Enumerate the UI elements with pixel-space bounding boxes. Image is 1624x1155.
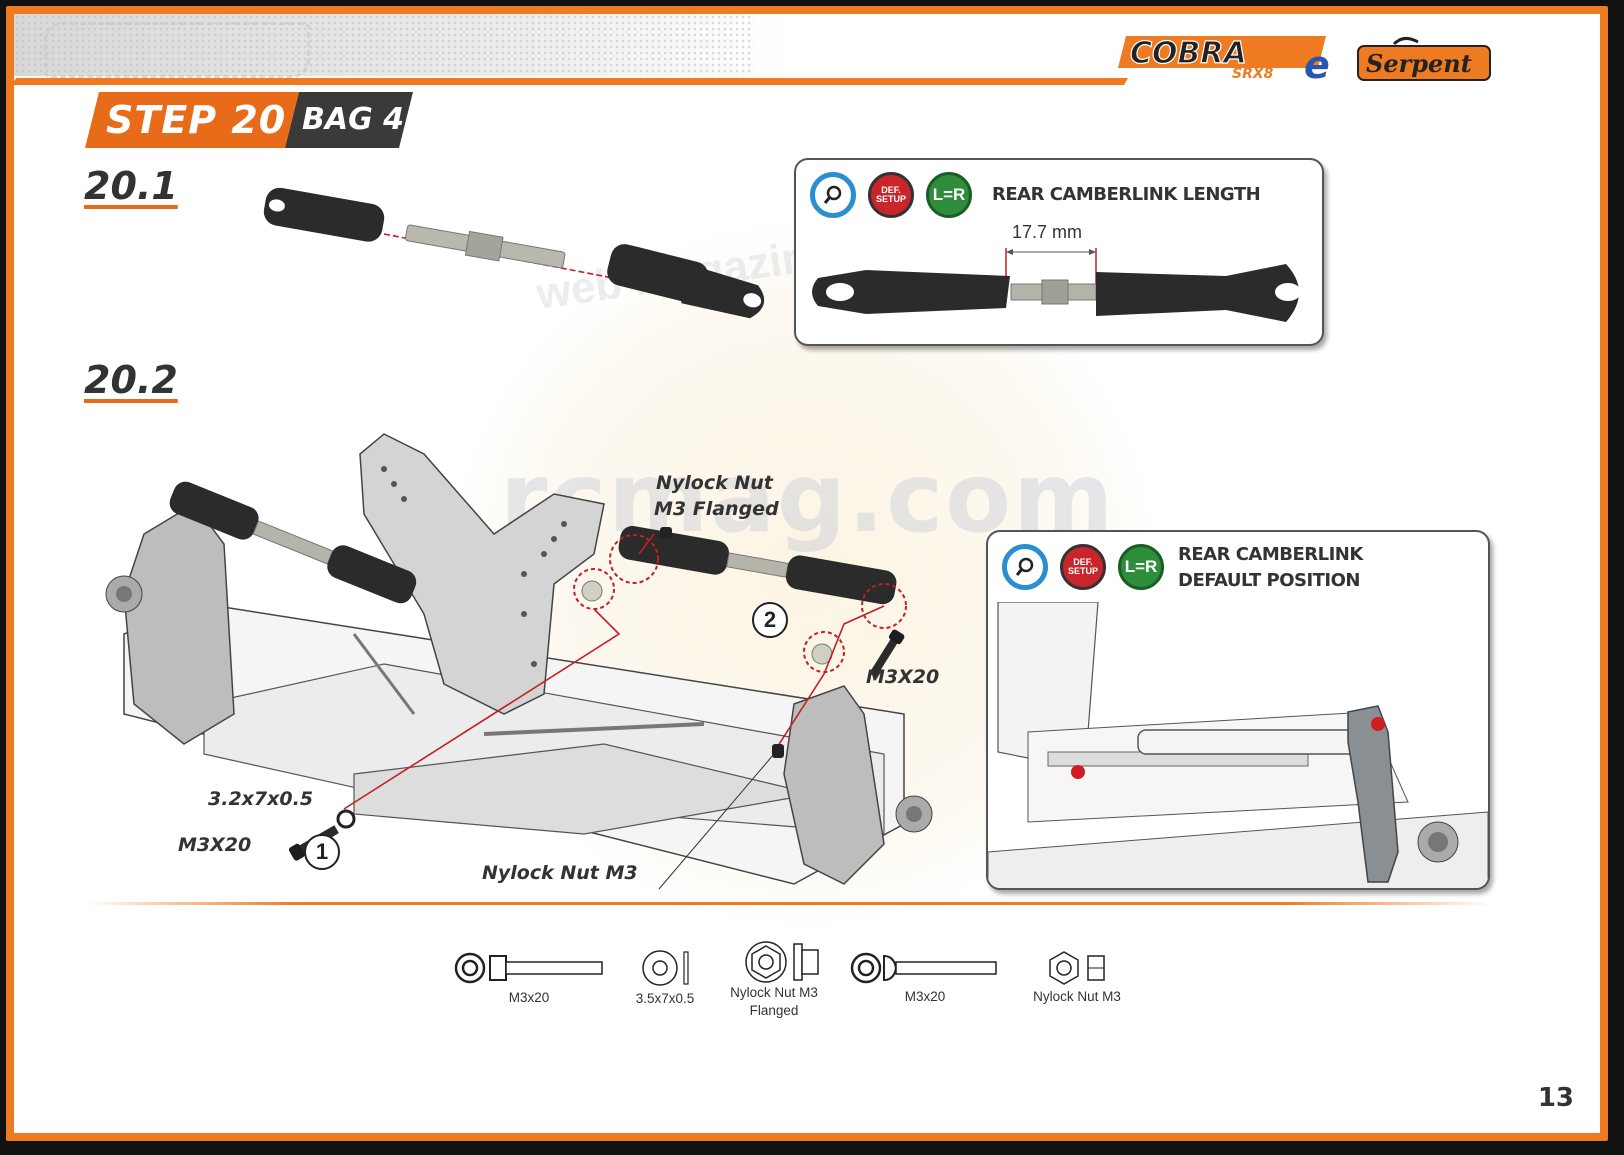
washer-label: 3.2x7x0.5 — [208, 788, 314, 810]
part-washer-icon — [642, 950, 689, 986]
banner-logo-icon — [44, 22, 310, 78]
bag-label: BAG 4 — [302, 102, 405, 137]
brand-product-suffix: e — [1304, 43, 1330, 82]
part-label: Nylock Nut M3 — [1033, 989, 1121, 1004]
left-equals-right-icon: L=R — [1118, 544, 1164, 590]
nylock-label: Nylock Nut M3 — [482, 862, 638, 884]
part-label: M3x20 — [904, 989, 946, 1004]
step-marker-2: 2 — [752, 602, 788, 638]
screw-left-label: M3X20 — [178, 834, 252, 856]
header-banner — [14, 14, 1124, 78]
camberlink-measure-illustration — [812, 248, 1301, 322]
banner-underline — [14, 78, 1129, 85]
part-label-line1: Nylock Nut M3 — [730, 985, 818, 1000]
cobra-logo: COBRA SRX8 e — [1118, 35, 1330, 82]
step-label: STEP 20 — [106, 98, 287, 142]
brand-product: COBRA — [1130, 36, 1247, 71]
part-screw-m3x20-icon — [454, 952, 603, 984]
section-divider — [84, 902, 1494, 905]
part-label: M3x20 — [508, 990, 550, 1005]
callout-title-line2: DEFAULT POSITION — [1178, 570, 1361, 591]
callout-camberlink-length: DEF. SETUP L=R REAR CAMBERLINK LENGTH 17… — [794, 158, 1324, 346]
rear-assembly-illustration — [105, 433, 933, 890]
camberlink-position-illustration — [988, 602, 1488, 888]
part-screw-m3x20-icon — [850, 952, 997, 984]
part-label: 3.5x7x0.5 — [635, 991, 695, 1006]
page-number: 13 — [1537, 1083, 1574, 1113]
brand-product-sub: SRX8 — [1232, 66, 1274, 82]
serpent-logo: Serpent — [1357, 37, 1491, 81]
substep-heading-1: 20.1 — [84, 164, 178, 208]
brand-company: Serpent — [1366, 49, 1472, 78]
magnifier-icon — [1002, 544, 1048, 590]
nylock-flanged-label-line1: Nylock Nut — [656, 472, 773, 494]
manual-sheet: web magazine du modélisme rcmag.com COBR… — [14, 14, 1600, 1133]
magnifier-icon — [810, 172, 856, 218]
callout-title: REAR CAMBERLINK LENGTH — [992, 184, 1261, 205]
left-equals-right-icon: L=R — [926, 172, 972, 218]
callout-title-line1: REAR CAMBERLINK — [1178, 544, 1363, 565]
screw-right-label: M3X20 — [866, 666, 940, 688]
part-nylock-icon — [1049, 951, 1105, 985]
callout-camberlink-position: DEF. SETUP L=R REAR CAMBERLINK DEFAULT P… — [986, 530, 1490, 890]
measurement-value: 17.7 mm — [1012, 222, 1083, 242]
def-setup-icon: DEF. SETUP — [1060, 544, 1106, 590]
part-label-line2: Flanged — [749, 1003, 799, 1018]
nylock-flanged-label-line2: M3 Flanged — [654, 498, 779, 520]
part-nylock-flanged-icon — [745, 941, 819, 983]
substep-heading-2: 20.2 — [84, 358, 178, 402]
def-setup-icon: DEF. SETUP — [868, 172, 914, 218]
camberlink-exploded-illustration — [263, 187, 765, 319]
step-marker-1: 1 — [304, 834, 340, 870]
